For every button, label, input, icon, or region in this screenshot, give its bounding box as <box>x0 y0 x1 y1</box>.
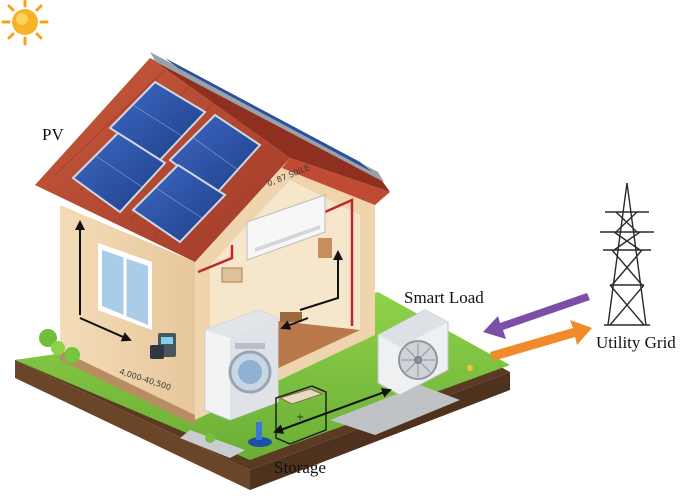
tap-icon <box>248 422 272 447</box>
sun-icon <box>1 0 49 46</box>
interior-decor <box>221 238 332 322</box>
washing-machine-icon <box>204 309 279 421</box>
wiring <box>197 198 354 326</box>
grid-export-arrow <box>490 320 592 361</box>
house-roof <box>35 52 390 262</box>
smart-meter-icon <box>150 333 176 359</box>
solar-panel-icon <box>71 80 262 244</box>
house-left-wall <box>60 205 195 425</box>
smart-load-label: Smart Load <box>404 288 484 307</box>
utility-pylon-icon <box>600 182 654 326</box>
indoor-ac-unit <box>246 194 326 261</box>
utility-grid-label: Utility Grid <box>596 333 676 352</box>
grid-import-arrow <box>483 293 590 339</box>
plants <box>39 329 473 443</box>
storage-label: Storage <box>274 458 326 477</box>
pv-label: PV <box>42 125 64 144</box>
air-conditioner-icon <box>377 309 449 396</box>
energy-flow-arrows <box>75 220 392 434</box>
